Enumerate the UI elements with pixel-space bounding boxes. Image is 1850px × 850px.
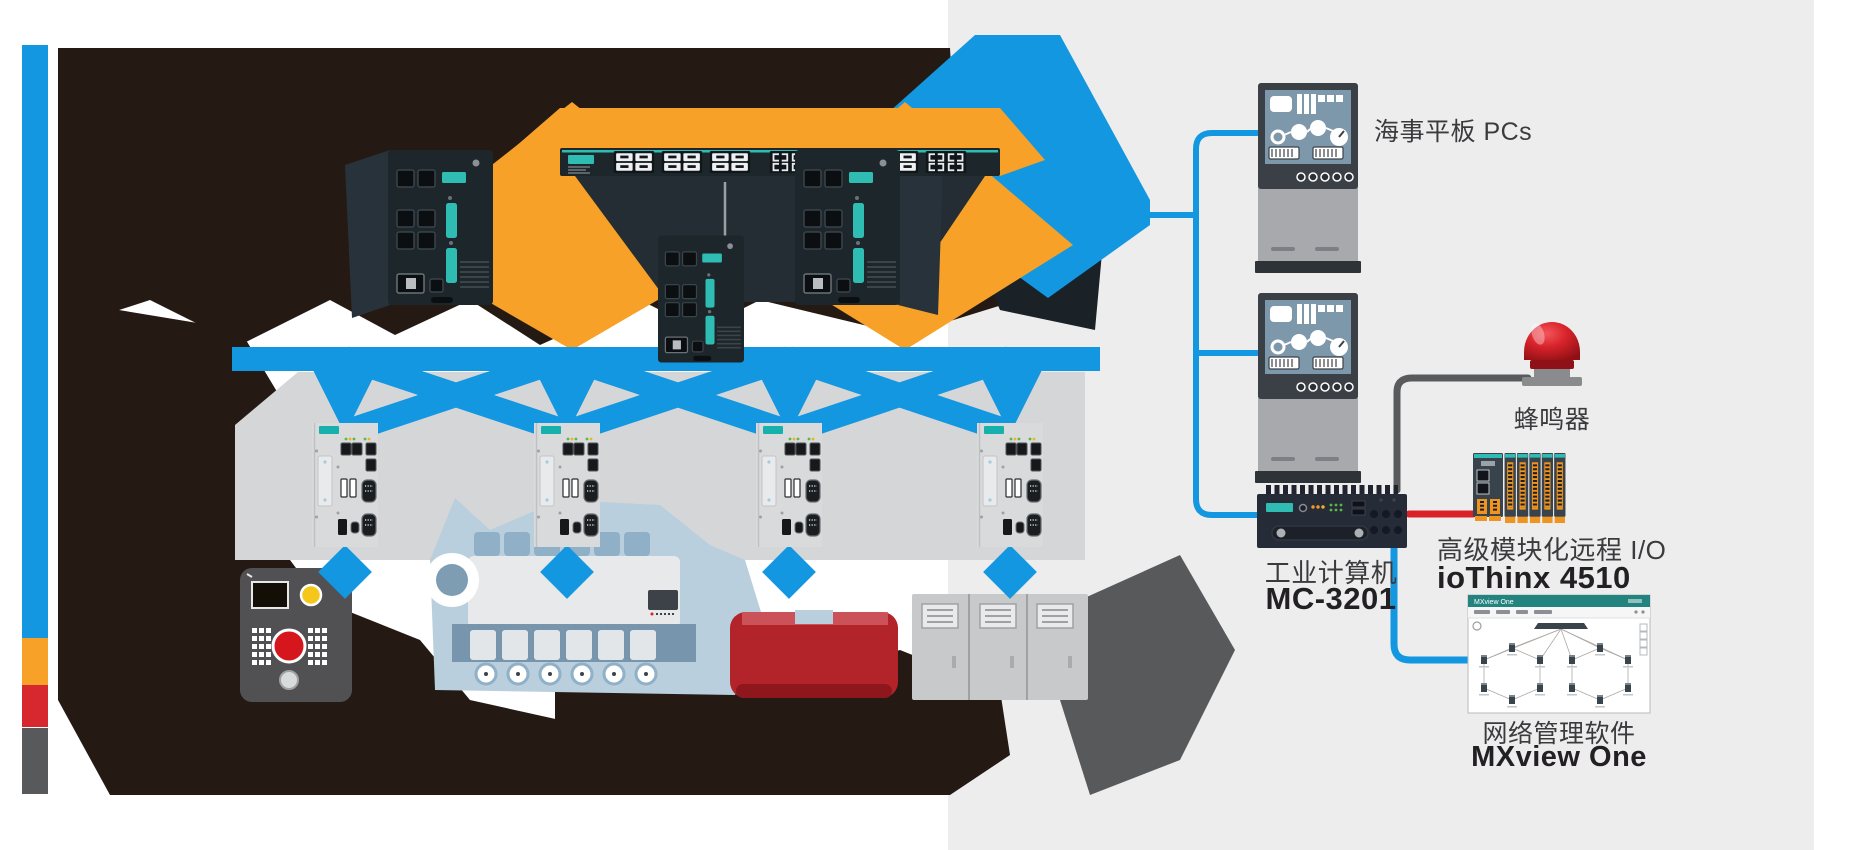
- ring-switch-bottom: [658, 234, 744, 364]
- remote-io-icon: [1473, 453, 1565, 523]
- gray-backdrop: [1060, 555, 1235, 795]
- ethernet-line-to-mxview: [1390, 544, 1472, 664]
- ethernet-line-to-panel-pcs: [1145, 130, 1260, 518]
- mxview-toolbar-items[interactable]: [1474, 610, 1645, 614]
- industrial-computer-icon: [1257, 485, 1407, 548]
- label-industrial-computer-model: MC-3201: [1265, 581, 1397, 616]
- mxview-titlebar: [1468, 595, 1650, 607]
- label-network-software-type: 网络管理软件: [1482, 720, 1636, 748]
- line-legend-bars: [22, 45, 48, 794]
- mxview-window: MXview One: [1467, 594, 1651, 714]
- mxview-search-icon[interactable]: [1472, 621, 1482, 631]
- buzzer-icon: [1522, 322, 1582, 386]
- rackmount-switch: [560, 148, 1000, 176]
- legend-bar-ring: [22, 638, 48, 685]
- left-switch-backer: [345, 150, 390, 318]
- embedded-computer-3: [756, 423, 822, 547]
- mxview-zoom-controls[interactable]: [1639, 623, 1648, 656]
- label-remote-io-model: ioThinx 4510: [1437, 560, 1631, 595]
- legend-bar-relay: [22, 728, 48, 794]
- mxview-root-switch: [1534, 623, 1588, 629]
- embedded-computer-2: [534, 423, 600, 547]
- emergency-stop-button: [271, 628, 307, 664]
- red-machinery: [730, 610, 898, 698]
- ring-switch-left: [388, 150, 493, 305]
- keypad-left: [252, 628, 271, 665]
- switchboard-cabinets: [912, 594, 1088, 700]
- label-industrial-computer-type: 工业计算机: [1264, 558, 1398, 588]
- marine-engine: [425, 498, 765, 695]
- legend-bar-alarm: [22, 685, 48, 727]
- legend-bar-ethernet: [22, 45, 48, 638]
- label-network-software-model: MXview One: [1471, 741, 1647, 773]
- relay-line-to-buzzer: [1393, 374, 1532, 494]
- engine-control-panel: [240, 568, 352, 702]
- right-switch-backer: [898, 150, 943, 315]
- label-remote-io-type: 高级模块化远程 I/O: [1437, 535, 1667, 565]
- ring-switch-right: [795, 150, 900, 305]
- marine-panel-pc-2: [1255, 293, 1361, 483]
- mxview-title-text: MXview One: [1474, 599, 1514, 606]
- embedded-computer-4: [977, 423, 1043, 547]
- label-buzzer: 蜂鸣器: [1513, 406, 1591, 434]
- label-panel-pcs: 海事平板 PCs: [1374, 118, 1533, 146]
- computer-wall-silhouette: [235, 372, 1085, 560]
- marine-panel-pc-1: [1255, 83, 1361, 273]
- embedded-computer-1: [312, 423, 378, 547]
- keypad-right: [308, 628, 327, 665]
